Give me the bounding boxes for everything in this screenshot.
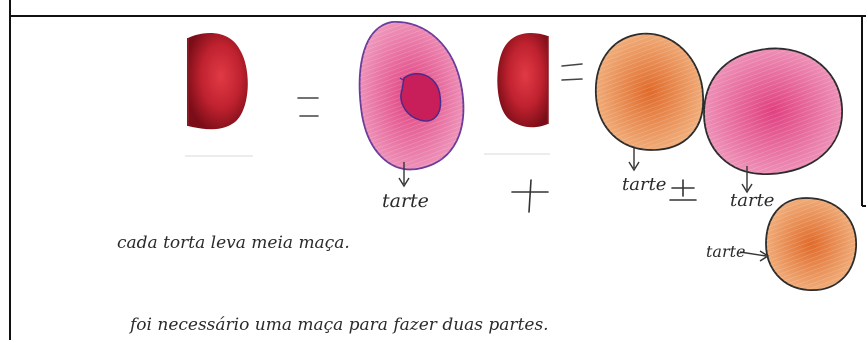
tarte-label-4: tarte bbox=[706, 242, 746, 261]
pink-pie-drawing bbox=[704, 48, 842, 174]
tarte-label-2: tarte bbox=[622, 174, 666, 195]
tarte-label-1: tarte bbox=[382, 190, 429, 212]
half-apple-image bbox=[484, 26, 550, 154]
plus-sign bbox=[512, 180, 548, 212]
orange-pie-drawing bbox=[596, 34, 703, 150]
plus-sign bbox=[670, 180, 696, 200]
half-apple-image bbox=[185, 26, 253, 156]
sentence-line-1: cada torta leva meia maça. bbox=[117, 233, 350, 253]
sentence-line-2: foi necessário uma maça para fazer duas … bbox=[128, 315, 549, 335]
equals-sign bbox=[298, 98, 318, 116]
tarte-label-3: tarte bbox=[730, 190, 774, 211]
pink-pie-drawing bbox=[360, 22, 464, 170]
equals-sign bbox=[562, 64, 582, 80]
orange-pie-drawing bbox=[766, 198, 856, 290]
arrow-icon bbox=[629, 148, 639, 170]
